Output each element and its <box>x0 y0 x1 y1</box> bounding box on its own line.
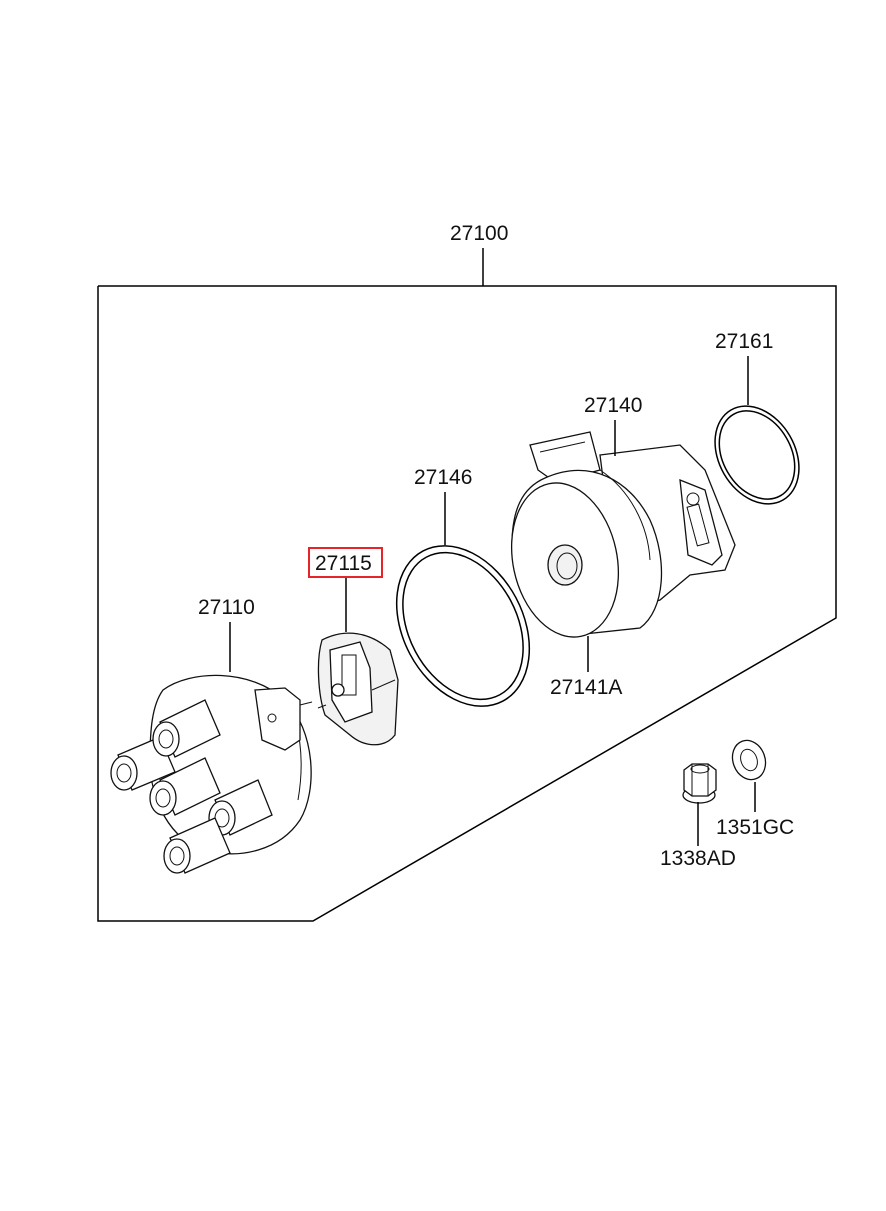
label-27110[interactable]: 27110 <box>198 596 255 619</box>
washer-part[interactable] <box>727 736 771 785</box>
label-1351GC[interactable]: 1351GC <box>716 816 794 839</box>
large-oring-part[interactable] <box>370 523 556 729</box>
assembly-frame <box>97 285 837 922</box>
label-27161[interactable]: 27161 <box>715 330 773 353</box>
label-27146[interactable]: 27146 <box>414 466 472 489</box>
flange-nut-part[interactable] <box>682 763 717 804</box>
label-27140[interactable]: 27140 <box>584 394 642 417</box>
small-oring-part[interactable] <box>698 391 816 519</box>
distributor-cap-part[interactable] <box>110 674 313 874</box>
label-27141A[interactable]: 27141A <box>550 676 622 699</box>
label-27115[interactable]: 27115 <box>315 552 372 575</box>
rotor-part[interactable] <box>317 632 399 746</box>
label-1338AD[interactable]: 1338AD <box>660 847 736 870</box>
highlight-box-27115 <box>308 547 383 578</box>
distributor-housing-part[interactable] <box>498 431 736 647</box>
label-27100[interactable]: 27100 <box>450 222 508 245</box>
